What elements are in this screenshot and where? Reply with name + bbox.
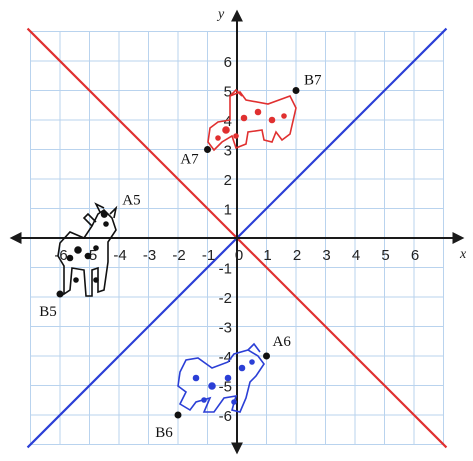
x-tick-label: -3 [143,247,156,264]
y-tick-label: 4 [224,113,232,130]
y-tick-label: -5 [219,379,232,396]
x-tick-label: 6 [411,247,419,264]
point-a5 [100,210,108,218]
x-tick-label: 1 [263,247,271,264]
point-label-b7: B7 [304,73,322,89]
figure-7 [207,88,297,152]
x-tick-label: -1 [202,247,215,264]
point-label-b5: B5 [39,304,57,320]
x-axis-label: x [459,247,467,262]
y-tick-label: 2 [224,172,232,189]
point-b5 [56,290,64,298]
point-label-a7: A7 [180,152,199,168]
point-label-a6: A6 [273,334,292,350]
y-tick-label: -2 [219,290,232,307]
y-axis-label: y [216,7,225,22]
x-tick-label: 3 [322,247,330,264]
y-tick-label: 5 [224,84,232,101]
point-label-a5: A5 [122,192,140,208]
y-tick-label: 1 [224,202,232,219]
figure-5 [57,202,118,297]
point-b7 [292,87,300,94]
point-a7 [204,146,211,153]
point-label-b6: B6 [155,425,173,441]
point-a6 [263,352,270,360]
y-tick-label: 6 [224,54,232,71]
x-tick-label: -6 [54,247,67,264]
x-tick-label: 0 [235,247,243,264]
x-tick-label: 2 [293,247,301,264]
x-tick-label: 4 [352,247,360,264]
point-b6 [174,411,182,419]
x-tick-label: -2 [172,247,185,264]
y-tick-label: 3 [224,143,232,160]
y-tick-label: -1 [219,261,232,278]
y-tick-label: -3 [219,320,232,337]
x-tick-label: -4 [113,247,126,264]
x-tick-label: 5 [381,247,389,264]
y-tick-label: -6 [219,408,232,425]
figure-6 [177,342,265,413]
